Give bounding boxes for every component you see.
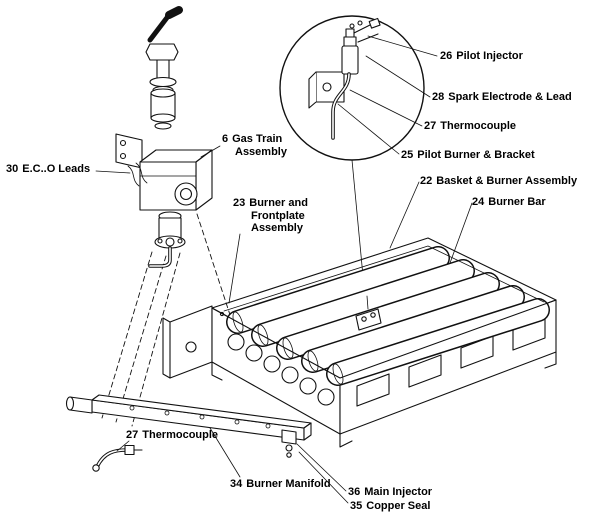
part-number: 27 bbox=[126, 429, 139, 441]
part-number: 22 bbox=[420, 175, 433, 187]
part-number: 36 bbox=[348, 486, 361, 498]
part-name: Spark Electrode & Lead bbox=[448, 91, 572, 103]
part-name: Pilot Injector bbox=[456, 50, 523, 62]
basket-rim bbox=[211, 237, 557, 379]
part-number: 27 bbox=[424, 120, 437, 132]
gas-train-drawing bbox=[115, 6, 213, 268]
part-name: Pilot Burner & Bracket bbox=[417, 149, 535, 161]
leader-lines bbox=[95, 35, 473, 504]
alignment-dashed-lines bbox=[101, 213, 234, 427]
part-name: Thermocouple bbox=[440, 120, 517, 132]
part-name: Copper Seal bbox=[366, 500, 431, 512]
pilot-bracket-drawing bbox=[355, 295, 382, 331]
part-number: 24 bbox=[472, 196, 485, 208]
part-name: Burner Bar bbox=[488, 196, 546, 208]
manifold-drawing bbox=[65, 394, 312, 458]
part-name: Thermocouple bbox=[142, 429, 219, 441]
part-number: 35 bbox=[350, 500, 363, 512]
part-name: Basket & Burner Assembly bbox=[436, 175, 578, 187]
part-number: 25 bbox=[401, 149, 414, 161]
part-number: 30 bbox=[6, 163, 19, 175]
part-number: 6 bbox=[222, 133, 229, 145]
part-name: Gas Train Assembly bbox=[232, 133, 287, 158]
part-name: Burner Manifold bbox=[246, 478, 331, 490]
part-number: 26 bbox=[440, 50, 453, 62]
part-number: 23 bbox=[233, 197, 246, 209]
part-name: Burner and Frontplate Assembly bbox=[249, 197, 308, 235]
thermocouple-tube-drawing bbox=[92, 444, 143, 472]
burner-bars-drawing bbox=[226, 246, 550, 386]
part-name: E.C..O Leads bbox=[22, 163, 91, 175]
part-number: 28 bbox=[432, 91, 445, 103]
eco-leads-wires bbox=[127, 162, 148, 187]
pilot-detail-circle bbox=[279, 15, 425, 161]
part-name: Main Injector bbox=[364, 486, 433, 498]
part-number: 34 bbox=[230, 478, 243, 490]
